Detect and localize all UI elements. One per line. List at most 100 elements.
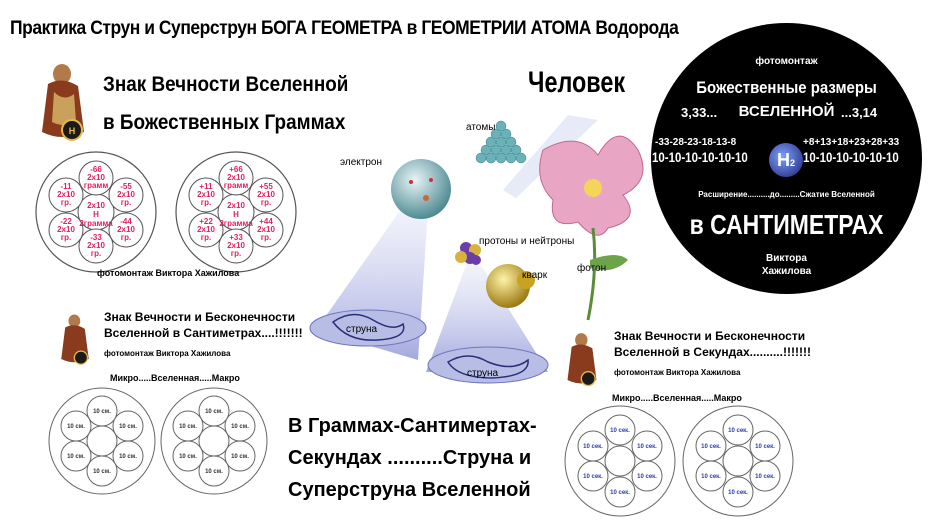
svg-text:10 см.: 10 см. xyxy=(179,424,197,430)
svg-text:10 см.: 10 см. xyxy=(231,454,249,460)
bc-pos-exps: +8+13+18+23+28+33 xyxy=(803,137,900,148)
bl-cm-circles: 10 см. 10 см. 10 см. 10 см. 10 см. 10 см. 10 … xyxy=(48,387,268,495)
svg-text:H: H xyxy=(69,126,76,136)
gram-petal-text: 2x10 xyxy=(57,190,75,199)
gram-petal-text: 2x10 xyxy=(117,225,135,234)
br-scale: Микро.....Вселенная.....Макро xyxy=(612,393,742,403)
gram-petal-text: 2x10 xyxy=(197,225,215,234)
monk-figure-top: H xyxy=(34,62,92,144)
gram-petal-text: -22 xyxy=(60,217,72,226)
gram-petal-text: гр. xyxy=(261,198,271,207)
gram-center-text: H xyxy=(93,210,99,219)
label-electron: электрон xyxy=(340,157,382,168)
gram-petal-text: +55 xyxy=(259,182,273,191)
gram-petal-text: 2x10 xyxy=(257,190,275,199)
svg-text:10 сек.: 10 сек. xyxy=(701,444,721,450)
gram-petal-text: +44 xyxy=(259,217,273,226)
gram-petal-text: -11 xyxy=(60,182,72,191)
bl-heading-1: Знак Вечности и Бесконечности xyxy=(104,310,296,324)
gram-petal-text: 2x10 xyxy=(87,173,105,182)
gram-center-text: H xyxy=(233,210,239,219)
top-left-heading-2: в Божественных Граммах xyxy=(103,111,346,134)
bc-line1: Божественные размеры xyxy=(696,78,877,97)
svg-text:10 сек.: 10 сек. xyxy=(755,474,775,480)
label-atoms: атомы xyxy=(466,122,496,133)
br-sec-circles: 10 сек. 10 сек. 10 сек. 10 сек. 10 сек. 10 се… xyxy=(564,405,794,517)
br-heading-1: Знак Вечности и Бесконечности xyxy=(614,329,806,343)
gram-center-text: 2x10 xyxy=(87,201,105,210)
bc-photomontage: фотомонтаж xyxy=(755,56,818,67)
svg-text:10 сек.: 10 сек. xyxy=(728,428,748,434)
gram-petal-text: гр. xyxy=(261,233,271,242)
label-quark: кварк xyxy=(522,270,548,281)
gram-petal-text: грамм xyxy=(84,181,109,190)
gram-petal-text: гр. xyxy=(201,233,211,242)
svg-text:10 сек.: 10 сек. xyxy=(728,490,748,496)
bc-h: H xyxy=(776,150,790,170)
br-credit: фотомонтаж Виктора Хажилова xyxy=(614,368,741,377)
gram-center-text: 2грамма xyxy=(79,219,113,228)
gram-petal-text: гр. xyxy=(121,233,131,242)
gram-petal-text: -66 xyxy=(90,165,102,174)
label-string-2: струна xyxy=(467,368,499,379)
br-heading-2: Вселенной в Секундах..........!!!!!!! xyxy=(614,345,811,359)
gram-petal-text: -44 xyxy=(120,217,132,226)
black-circle: фотомонтаж Божественные размеры 3,33... … xyxy=(651,23,922,294)
bc-big: в САНТИМЕТРАХ xyxy=(689,209,884,240)
svg-text:10 сек.: 10 сек. xyxy=(583,444,603,450)
svg-text:10 см.: 10 см. xyxy=(93,469,111,475)
svg-text:10 см.: 10 см. xyxy=(179,454,197,460)
bc-tens-right: 10-10-10-10-10-10 xyxy=(803,149,899,165)
gram-petal-text: +11 xyxy=(199,182,213,191)
gram-petal-text: -33 xyxy=(90,233,102,242)
gram-petal-text: 2x10 xyxy=(227,173,245,182)
bc-expansion: Расширение..........до.........Сжатие Вс… xyxy=(698,190,875,199)
svg-text:10 сек.: 10 сек. xyxy=(610,490,630,496)
gram-petal-text: гр. xyxy=(61,198,71,207)
gram-petal-text: гр. xyxy=(201,198,211,207)
label-string-1: струна xyxy=(346,324,378,335)
gram-petal-text: 2x10 xyxy=(57,225,75,234)
svg-text:10 см.: 10 см. xyxy=(93,409,111,415)
gram-petal-text: +22 xyxy=(199,217,213,226)
gram-petal-text: +66 xyxy=(229,165,243,174)
bc-text-line1: В Граммах-Сантимертах- xyxy=(288,415,537,437)
svg-text:10 сек.: 10 сек. xyxy=(637,444,657,450)
gram-petal-text: 2x10 xyxy=(227,241,245,250)
gram-petal-text: гр. xyxy=(61,233,71,242)
gram-petal-text: +33 xyxy=(229,233,243,242)
svg-text:10 см.: 10 см. xyxy=(231,424,249,430)
gram-petal-text: грамм xyxy=(224,181,249,190)
gram-petal-text: 2x10 xyxy=(197,190,215,199)
gram-petal-text: -55 xyxy=(120,182,132,191)
bc-neg-exps: -33-28-23-18-13-8 xyxy=(655,137,737,148)
svg-text:10 сек.: 10 сек. xyxy=(583,474,603,480)
gram-center-text: 2x10 xyxy=(227,201,245,210)
atom-scale-diagram xyxy=(309,115,644,384)
chelovek-heading: Человек xyxy=(528,66,626,99)
bl-heading-2: Вселенной в Сантиметрах....!!!!!!! xyxy=(104,326,303,340)
svg-text:10 сек.: 10 сек. xyxy=(637,474,657,480)
top-left-credit: фотомонтаж Виктора Хажилова xyxy=(97,268,240,278)
bc-line2: ВСЕЛЕННОЙ xyxy=(738,103,835,120)
bc-author-2: Хажилова xyxy=(761,266,812,277)
bc-h2-symbol: H2 xyxy=(769,143,803,177)
bc-right-num: ...3,14 xyxy=(841,105,878,120)
bl-credit: фотомонтаж Виктора Хажилова xyxy=(104,349,231,358)
bc-author-1: Виктора xyxy=(766,253,807,264)
svg-text:10 сек.: 10 сек. xyxy=(610,428,630,434)
label-photon: фотон xyxy=(577,263,607,274)
label-protons: протоны и нейтроны xyxy=(479,236,575,247)
bc-h-sub: 2 xyxy=(789,158,795,168)
svg-text:10 сек.: 10 сек. xyxy=(755,444,775,450)
svg-text:10 см.: 10 см. xyxy=(205,409,223,415)
bc-tens-left: 10-10-10-10-10-10 xyxy=(652,149,748,165)
top-left-heading-1: Знак Вечности Вселенной xyxy=(103,73,349,96)
gram-petal-text: гр. xyxy=(91,249,101,258)
gram-petal-text: гр. xyxy=(231,249,241,258)
svg-text:10 см.: 10 см. xyxy=(119,454,137,460)
gram-petal-text: гр. xyxy=(121,198,131,207)
page-title: Практика Струн и Суперструн БОГА ГЕОМЕТР… xyxy=(10,18,679,39)
gram-center-text: 2грамма xyxy=(219,219,253,228)
gram-petal-text: 2x10 xyxy=(117,190,135,199)
